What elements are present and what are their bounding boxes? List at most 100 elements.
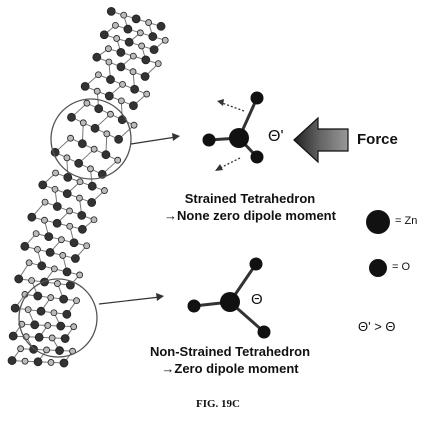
lattice-o-atom bbox=[41, 216, 48, 224]
strained-tetrahedron bbox=[202, 91, 264, 171]
lattice-o-atom bbox=[63, 154, 71, 162]
lattice-o-atom bbox=[70, 323, 78, 331]
lattice-zn-atom bbox=[59, 358, 69, 368]
lattice-zn-atom bbox=[14, 274, 24, 284]
lattice-zn-atom bbox=[62, 267, 72, 277]
strained-o-atom-top bbox=[250, 91, 264, 105]
lattice-o-atom bbox=[107, 110, 114, 118]
lattice-o-atom bbox=[66, 207, 73, 215]
lattice-o-atom bbox=[83, 242, 91, 250]
lattice-zn-atom bbox=[60, 334, 70, 343]
lattice-o-atom bbox=[50, 309, 58, 317]
lattice-zn-atom bbox=[106, 75, 115, 84]
lattice-o-atom bbox=[21, 357, 29, 365]
lattice-o-atom bbox=[32, 230, 40, 238]
relaxed-o-atom-left bbox=[187, 299, 201, 313]
lattice-zn-atom bbox=[67, 112, 76, 122]
lattice-zn-atom bbox=[74, 158, 84, 168]
angle-relation-label: Θ' > Θ bbox=[358, 319, 396, 334]
lattice-zn-atom bbox=[45, 247, 55, 257]
lattice-o-atom bbox=[48, 334, 56, 342]
lattice-o-atom bbox=[44, 322, 52, 329]
lattice-zn-atom bbox=[116, 48, 126, 57]
non-strained-subtitle: →Zero dipole moment bbox=[161, 361, 299, 376]
lattice-o-atom bbox=[114, 156, 122, 164]
lattice-zn-atom bbox=[77, 139, 87, 149]
lattice-o-atom bbox=[57, 236, 65, 244]
lattice-zn-atom bbox=[20, 241, 30, 251]
lattice-zn-atom bbox=[52, 202, 62, 211]
lattice-o-atom bbox=[76, 271, 84, 279]
lattice-zn-atom bbox=[34, 332, 44, 342]
lattice-zn-atom bbox=[130, 84, 140, 94]
lattice-zn-atom bbox=[87, 181, 97, 191]
legend-zn-atom bbox=[366, 210, 390, 234]
strained-title: Strained Tetrahedron bbox=[184, 191, 316, 206]
lattice-o-atom bbox=[52, 169, 59, 177]
lattice-o-atom bbox=[143, 90, 151, 98]
lattice-o-atom bbox=[129, 52, 137, 60]
lattice-zn-atom bbox=[69, 238, 79, 248]
lattice-o-atom bbox=[43, 346, 50, 354]
lattice-o-atom bbox=[129, 68, 137, 76]
lattice-o-atom bbox=[76, 194, 83, 202]
lattice-o-atom bbox=[66, 222, 74, 230]
lattice-o-atom bbox=[90, 216, 98, 224]
lattice-zn-atom bbox=[37, 261, 47, 271]
lattice-o-atom bbox=[47, 359, 55, 366]
dipole-arrow-lower bbox=[215, 157, 241, 171]
lattice-zn-atom bbox=[106, 6, 116, 16]
lattice-o-atom bbox=[119, 81, 126, 88]
legend-zn-label: = Zn bbox=[395, 215, 418, 227]
lattice-zn-atom bbox=[7, 356, 17, 365]
lattice-o-atom bbox=[17, 345, 25, 353]
lattice-zn-atom bbox=[114, 134, 124, 144]
lattice-zn-atom bbox=[33, 291, 43, 301]
lattice-zn-atom bbox=[33, 357, 43, 367]
lattice-zn-atom bbox=[70, 254, 80, 263]
lattice-o-atom bbox=[120, 11, 128, 19]
lattice-zn-atom bbox=[77, 224, 87, 234]
lattice-zn-atom bbox=[101, 150, 111, 160]
lattice-o-atom bbox=[117, 97, 125, 105]
lattice-zn-atom bbox=[10, 303, 20, 313]
strained-o-atom-bottom bbox=[250, 150, 264, 164]
lattice-zn-atom bbox=[156, 21, 166, 31]
relaxed-o-atom-top bbox=[249, 257, 263, 271]
lattice-zn-atom bbox=[94, 104, 104, 114]
lattice-zn-atom bbox=[129, 101, 138, 111]
relaxed-o-atom-bottom bbox=[257, 325, 271, 339]
lattice-o-atom bbox=[87, 165, 94, 173]
lattice-zn-atom bbox=[116, 62, 126, 72]
lattice-o-atom bbox=[113, 35, 121, 42]
non-strained-tetrahedron bbox=[187, 257, 271, 339]
lattice-zn-atom bbox=[38, 180, 48, 190]
zno-nanobelt-structure bbox=[7, 6, 169, 368]
lattice-zn-atom bbox=[77, 210, 87, 220]
lattice-o-atom bbox=[76, 178, 84, 186]
lattice-o-atom bbox=[130, 121, 138, 129]
lattice-o-atom bbox=[105, 45, 112, 53]
force-label: Force bbox=[357, 131, 398, 148]
legend-o-label: = O bbox=[392, 261, 411, 273]
lattice-zn-atom bbox=[62, 189, 72, 199]
force-arrow-icon bbox=[293, 116, 349, 164]
relaxed-zn-atom bbox=[220, 292, 240, 312]
lattice-o-atom bbox=[138, 42, 146, 50]
lattice-o-atom bbox=[54, 280, 61, 287]
lattice-zn-atom bbox=[90, 123, 100, 133]
lattice-o-atom bbox=[51, 185, 59, 193]
lattice-zn-atom bbox=[59, 294, 69, 304]
lattice-zn-atom bbox=[124, 37, 134, 47]
lattice-o-atom bbox=[24, 306, 32, 314]
lattice-o-atom bbox=[93, 87, 101, 95]
lattice-zn-atom bbox=[104, 91, 114, 101]
lattice-o-atom bbox=[50, 265, 58, 273]
lattice-zn-atom bbox=[44, 232, 54, 242]
lattice-o-atom bbox=[136, 29, 144, 37]
lattice-zn-atom bbox=[63, 172, 73, 182]
lattice-zn-atom bbox=[52, 218, 62, 228]
lattice-o-atom bbox=[105, 58, 113, 66]
upper-callout-arrow bbox=[130, 133, 180, 145]
lattice-zn-atom bbox=[131, 14, 141, 24]
